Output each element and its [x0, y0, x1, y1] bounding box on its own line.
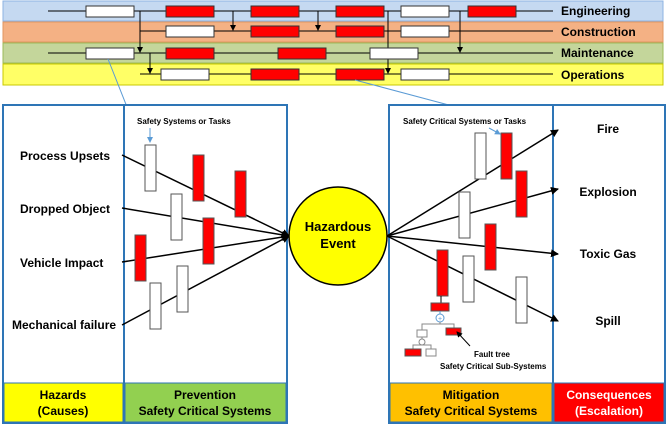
mitigation-barriers [436, 132, 528, 324]
barrier [144, 144, 157, 192]
hazard-labels: Process Upsets Dropped Object Vehicle Im… [12, 149, 116, 332]
hazards-panel [2, 104, 125, 424]
barrier [202, 217, 215, 265]
task-box [335, 68, 385, 81]
fault-tree-node [425, 348, 437, 357]
task-box [335, 5, 385, 18]
barrier [234, 170, 247, 218]
fault-tree-label-line2: Safety Critical Sub-Systems [440, 362, 547, 371]
task-box [250, 5, 300, 18]
barrier [484, 223, 497, 271]
hazardous-event: Hazardous Event [288, 186, 388, 286]
prevention-note: Safety Systems or Tasks [137, 117, 231, 126]
task-box [250, 68, 300, 81]
hazards-footer-line1: Hazards [40, 388, 87, 402]
lane-label-maintenance: Maintenance [561, 46, 634, 60]
hazard-label-process-upsets: Process Upsets [20, 149, 110, 163]
task-box [85, 5, 135, 18]
task-box [400, 5, 450, 18]
fault-tree-top-event [430, 302, 450, 312]
task-box [277, 47, 327, 60]
consequences-footer-line2: (Escalation) [575, 404, 643, 418]
fault-tree-pointer [456, 331, 471, 347]
barrier [149, 282, 162, 330]
prevention-barriers [134, 144, 247, 330]
barrier [515, 276, 528, 324]
task-box [165, 5, 215, 18]
mitigation-footer-line1: Mitigation [443, 388, 500, 402]
task-box [400, 68, 450, 81]
barrier [474, 132, 487, 180]
task-box [400, 25, 450, 38]
consequence-line [386, 129, 559, 237]
task-box [165, 25, 215, 38]
consequence-label-spill: Spill [595, 314, 620, 328]
fault-tree: + [404, 296, 471, 357]
swimlanes: Engineering Construction Maintenance Ope… [2, 0, 664, 114]
consequence-label-toxic-gas: Toxic Gas [580, 247, 637, 261]
consequences-footer [553, 382, 665, 423]
hazards-footer [3, 382, 124, 423]
mitigation-panel [388, 104, 554, 424]
mitigation-note-pointer [488, 127, 501, 135]
lane-label-construction: Construction [561, 25, 636, 39]
prevention-footer-line1: Prevention [174, 388, 236, 402]
footers: Hazards (Causes) Prevention Safety Criti… [3, 382, 665, 423]
panels [2, 104, 666, 424]
consequence-labels: Fire Explosion Toxic Gas Spill [579, 122, 636, 328]
prevention-footer-line2: Safety Critical Systems [139, 404, 272, 418]
hazard-label-vehicle-impact: Vehicle Impact [20, 256, 103, 270]
barrier [462, 255, 475, 303]
consequence-label-explosion: Explosion [579, 185, 636, 199]
hazardous-event-line1: Hazardous [305, 219, 371, 234]
task-box [335, 25, 385, 38]
fault-tree-node [416, 329, 428, 338]
hazard-label-dropped-object: Dropped Object [20, 202, 110, 216]
lane-label-engineering: Engineering [561, 4, 630, 18]
consequence-label-fire: Fire [597, 122, 619, 136]
mitigation-footer-line2: Safety Critical Systems [405, 404, 538, 418]
task-box [165, 47, 215, 60]
task-box [250, 25, 300, 38]
barrier [192, 154, 205, 202]
lane-label-operations: Operations [561, 68, 625, 82]
fault-tree-label-line1: Fault tree [474, 350, 511, 359]
consequence-line [386, 235, 559, 258]
barrier [436, 249, 449, 297]
mitigation-footer [389, 382, 553, 423]
fault-tree-branch [412, 344, 432, 349]
barrier [515, 170, 528, 218]
task-box [467, 5, 517, 18]
fault-tree-node [404, 348, 422, 357]
barrier [170, 193, 183, 241]
mitigation-note: Safety Critical Systems or Tasks [403, 117, 527, 126]
barrier [500, 132, 513, 180]
task-box [85, 47, 135, 60]
barrier [176, 265, 189, 313]
consequences-footer-line1: Consequences [566, 388, 652, 402]
task-box [369, 47, 419, 60]
consequences-panel [552, 104, 666, 424]
hazards-footer-line2: (Causes) [38, 404, 89, 418]
prevention-footer [124, 382, 287, 423]
barrier [134, 234, 147, 282]
fault-tree-branch [421, 323, 455, 330]
callout-line [107, 58, 130, 113]
task-box [160, 68, 210, 81]
fault-tree-or-gate-symbol: + [438, 316, 442, 323]
fault-tree-or-gate-2 [418, 338, 426, 346]
hazardous-event-line2: Event [320, 236, 356, 251]
consequence-line [386, 186, 559, 237]
barrier [458, 191, 471, 239]
hazard-label-mechanical-failure: Mechanical failure [12, 318, 116, 332]
